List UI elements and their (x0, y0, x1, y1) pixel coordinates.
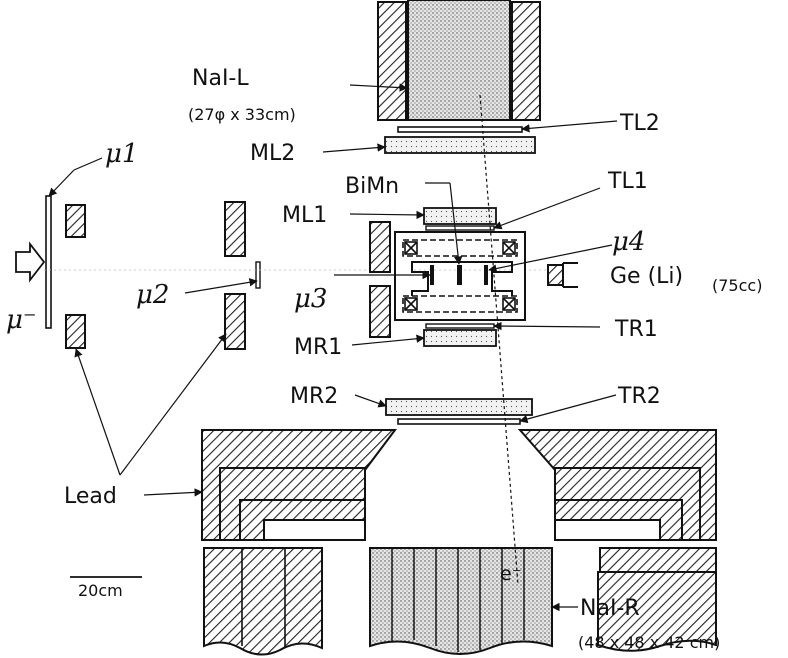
tl2-counter (397, 126, 523, 133)
mr2-counter (385, 398, 533, 416)
mu1-counter (45, 195, 52, 329)
label-ge-li-volume: (75cc) (712, 276, 762, 295)
label-ml2: ML2 (250, 141, 295, 166)
label-mu2: μ2 (136, 280, 169, 310)
label-mu4: μ4 (612, 227, 645, 257)
label-mr1: MR1 (294, 335, 342, 360)
ge-li-detector (547, 262, 578, 288)
mu4-counter (484, 265, 488, 285)
lead-collimator-mid-bottom (224, 293, 246, 350)
lead-block-center-top (369, 221, 391, 273)
label-scale: 20cm (78, 581, 123, 600)
label-nai-r: NaI-R (580, 596, 640, 621)
lead-block-center-bottom (369, 285, 391, 338)
lead-shield-right (517, 429, 717, 541)
label-tr2: TR2 (617, 384, 661, 409)
mu3-counter (430, 265, 434, 285)
bimn-target (457, 265, 462, 285)
tr1-counter (425, 323, 495, 329)
lead-shield-bottom-left (203, 547, 323, 656)
label-tr1: TR1 (614, 317, 658, 342)
lead-collimator-left-bottom (65, 314, 86, 349)
lead-collimator-left-top (65, 204, 86, 238)
lead-shield-bottom-right (597, 547, 717, 652)
label-tl2: TL2 (619, 111, 660, 136)
label-ge-li: Ge (Li) (610, 264, 683, 289)
ml2-counter (384, 136, 536, 154)
ml1-counter (423, 207, 497, 225)
label-bimn: BiMn (345, 174, 399, 199)
label-lead: Lead (64, 484, 117, 509)
lead-collimator-mid-top (224, 201, 246, 257)
label-tl1: TL1 (607, 169, 648, 194)
electron-trajectory (479, 94, 519, 586)
lead-shield-left (201, 429, 397, 541)
label-mu-minus: μ⁻ (6, 305, 37, 335)
mr1-counter (423, 329, 497, 347)
magnet-yoke (394, 231, 526, 321)
label-ml1: ML1 (282, 203, 327, 228)
label-nai-r-dimensions: (48 x 48 x 42 cm) (578, 633, 720, 652)
mu2-counter (255, 261, 261, 289)
label-mr2: MR2 (290, 384, 338, 409)
nai-l-detector (377, 0, 541, 121)
incoming-muon-beam-arrow (15, 241, 46, 283)
leader-lines (48, 83, 618, 612)
label-nai-l-dimensions: (27φ x 33cm) (188, 105, 296, 124)
label-mu1: μ1 (105, 139, 138, 169)
tr2-counter (397, 418, 521, 425)
label-mu3: μ3 (294, 284, 327, 314)
label-nai-l: NaI-L (192, 66, 249, 91)
nai-r-detector (369, 547, 553, 655)
label-electron: e⁻ (500, 563, 522, 585)
tl1-counter (425, 225, 495, 231)
